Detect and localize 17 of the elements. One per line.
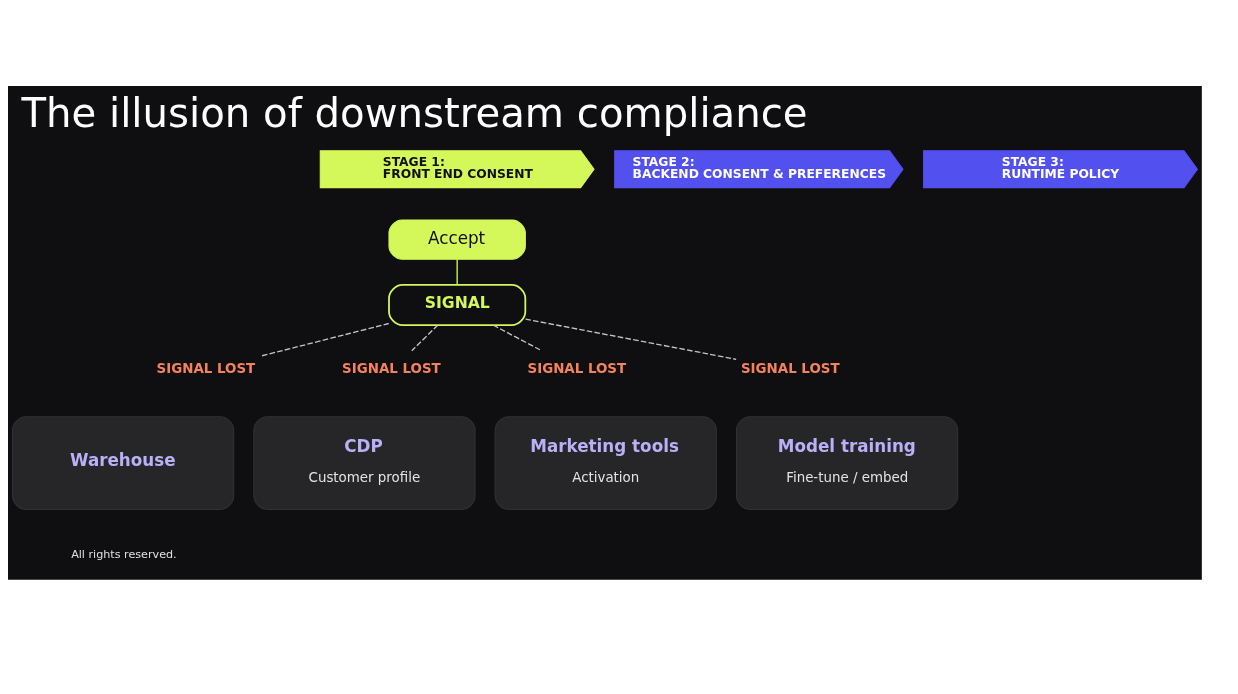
node-box: Marketing tools Activation bbox=[494, 416, 717, 510]
node-box: Accept bbox=[388, 219, 526, 260]
node-box: Model training Fine-tune / embed bbox=[735, 416, 959, 510]
node-box: Warehouse bbox=[11, 416, 235, 510]
node-text: SIGNAL LOST bbox=[342, 361, 441, 377]
connector bbox=[411, 324, 439, 352]
node-box: CDP Customer profile bbox=[253, 416, 476, 510]
node-text: SIGNAL LOST bbox=[156, 361, 256, 377]
label: All rights reserved. bbox=[71, 548, 177, 562]
node-text: SIGNAL LOST bbox=[527, 361, 627, 377]
connector bbox=[456, 258, 458, 286]
diagram-title: The illusion of downstream compliance bbox=[21, 90, 808, 137]
connector bbox=[261, 322, 390, 357]
connector bbox=[492, 324, 543, 352]
node-box: SIGNAL bbox=[388, 284, 527, 326]
node-text: SIGNAL LOST bbox=[740, 361, 840, 377]
connector bbox=[524, 318, 737, 360]
